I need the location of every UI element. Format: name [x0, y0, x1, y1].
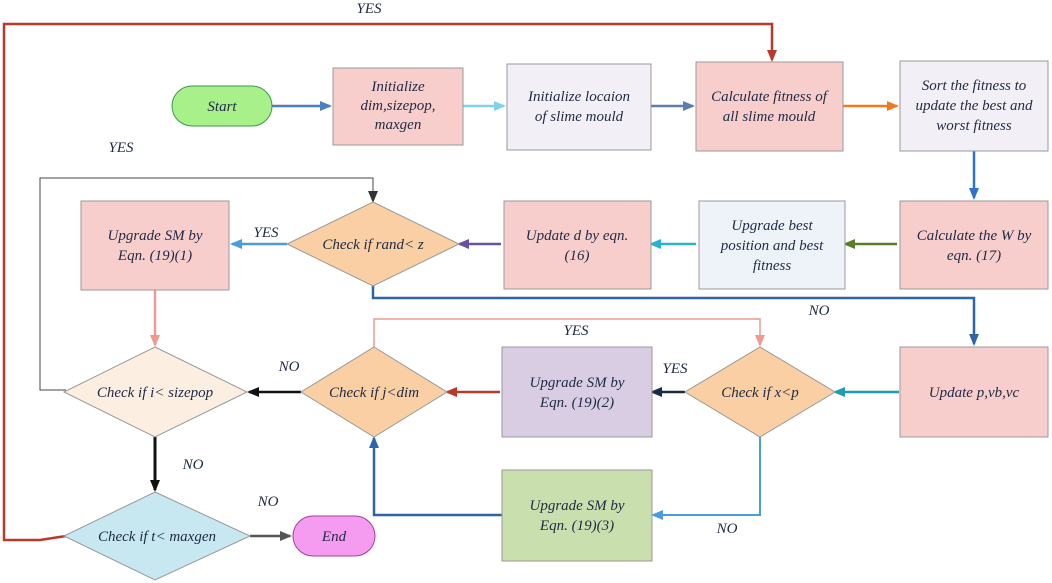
- check-rand-label: Check if rand< z: [322, 237, 424, 253]
- init-params-line2: dim,sizepop,: [361, 98, 436, 114]
- calc-w-box: [899, 200, 1049, 290]
- init-params-box: [332, 67, 464, 146]
- upgrade-sm3-box: [501, 469, 653, 562]
- sort-fitness-line3: worst fitness: [936, 118, 1012, 134]
- edge-j-yes-loop: [373, 318, 765, 347]
- upgrade-best-box: [698, 200, 846, 290]
- start-label: Start: [207, 99, 237, 115]
- upgrade-sm1-line2: Eqn. (19)(1): [117, 248, 192, 264]
- label-no-t: NO: [257, 494, 279, 510]
- calc-w-line2: eqn. (17): [947, 248, 1001, 264]
- label-no-i: NO: [182, 457, 204, 473]
- label-yes-x: YES: [662, 361, 688, 377]
- edge-t-yes-loop: [2, 22, 777, 542]
- update-p-box: [899, 346, 1049, 438]
- label-no-rand: NO: [808, 303, 830, 319]
- check-i-label: Check if i< sizepop: [97, 385, 214, 401]
- init-location-line2: of slime mould: [535, 109, 624, 125]
- calc-fitness-box: [695, 61, 844, 152]
- label-yes-rand: YES: [253, 225, 279, 241]
- end-label: End: [321, 529, 347, 545]
- upgrade-sm1-line1: Upgrade SM by: [108, 228, 203, 244]
- start-terminal: [171, 85, 273, 127]
- edge-x-no-sm3: [651, 437, 761, 520]
- calc-fitness-line2: all slime mould: [723, 109, 816, 125]
- check-t-label: Check if t< maxgen: [98, 529, 216, 545]
- check-j-label: Check if j<dim: [329, 385, 419, 401]
- label-no-j: NO: [278, 359, 300, 375]
- edge-sm3-j: [369, 436, 502, 517]
- upgrade-sm3-line2: Eqn. (19)(3): [539, 518, 614, 534]
- upgrade-sm3-line1: Upgrade SM by: [530, 498, 625, 514]
- label-no-x: NO: [716, 521, 738, 537]
- check-t-diamond: [62, 491, 252, 581]
- check-x-label: Check if x<p: [721, 385, 799, 401]
- init-location-box: [506, 63, 652, 151]
- init-params-line3: maxgen: [375, 117, 422, 133]
- check-i-diamond: [62, 346, 249, 438]
- update-d-line1: Update d by eqn.: [526, 228, 628, 244]
- update-p-label: Update p,vb,vc: [929, 385, 1020, 401]
- edge-i-yes-loop: [39, 177, 378, 391]
- upgrade-best-line3: fitness: [753, 258, 791, 274]
- check-j-diamond: [300, 346, 448, 438]
- calc-fitness-line1: Calculate fitness of: [711, 89, 829, 105]
- check-rand-diamond: [285, 201, 461, 287]
- init-params-line1: Initialize: [370, 79, 425, 95]
- check-x-diamond: [684, 346, 836, 438]
- upgrade-sm2-line1: Upgrade SM by: [530, 375, 625, 391]
- sort-fitness-line1: Sort the fitness to: [922, 78, 1027, 94]
- label-yes-top: YES: [356, 1, 382, 17]
- update-d-box: [503, 200, 652, 290]
- upgrade-best-line2: position and best: [720, 238, 824, 254]
- sort-fitness-box: [899, 60, 1049, 152]
- init-location-line1: Initialize locaion: [527, 89, 630, 105]
- label-yes-left: YES: [108, 140, 134, 156]
- calc-w-line1: Calculate the W by: [917, 228, 1032, 244]
- update-d-line2: (16): [565, 248, 590, 264]
- upgrade-sm2-line2: Eqn. (19)(2): [539, 395, 614, 411]
- upgrade-sm2-box: [501, 346, 653, 438]
- sort-fitness-line2: update the best and: [915, 98, 1033, 114]
- upgrade-sm1-box: [80, 200, 230, 291]
- label-yes-j-loop: YES: [563, 323, 589, 339]
- upgrade-best-line1: Upgrade best: [731, 218, 813, 234]
- edge-rand-no-update-p: [371, 285, 979, 346]
- end-terminal: [292, 515, 376, 557]
